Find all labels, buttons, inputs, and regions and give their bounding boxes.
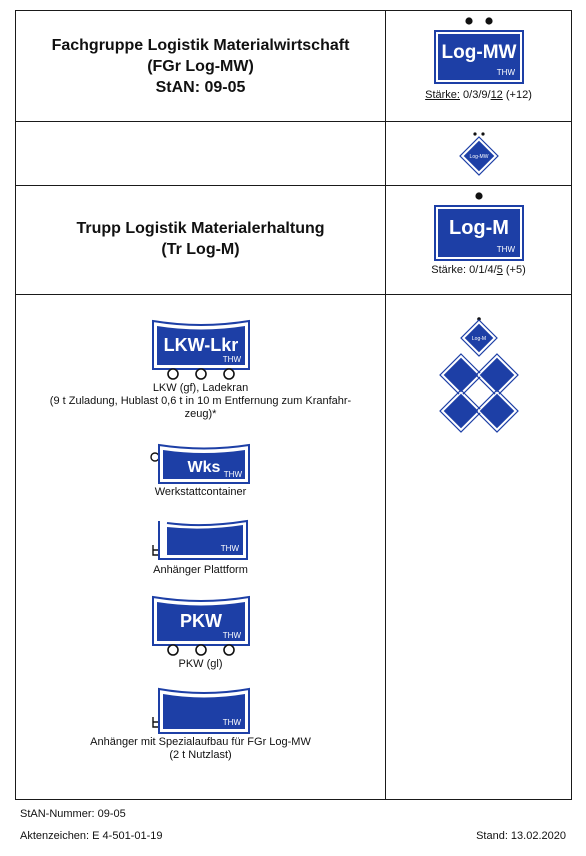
anhaenger-spezial-caption-detail: (2 t Nutzlast) (169, 749, 232, 761)
fachgruppe-strength: Stärke: 0/3/9/12 (+12) (425, 89, 532, 101)
svg-text:PKW: PKW (180, 611, 222, 631)
lkw-lkr-symbol: LKW-Lkr THW (151, 319, 250, 380)
svg-text:Log-MW: Log-MW (441, 42, 516, 63)
footer-stan: StAN-Nummer: 09-05 (20, 808, 126, 820)
row-tactical-sign: Log-MW (15, 121, 572, 186)
svg-text:Log-M: Log-M (449, 217, 509, 239)
log-mw-unit-symbol: Log-MW THW (433, 17, 524, 84)
anhaenger-plattform-caption: Anhänger Plattform (153, 564, 248, 576)
anhaenger-spezial-symbol: THW (151, 687, 250, 734)
log-m-unit-symbol: Log-M THW (433, 192, 524, 261)
svg-text:THW: THW (222, 718, 241, 727)
row-trupp: Trupp Logistik Materialerhaltung (Tr Log… (15, 185, 572, 295)
svg-text:THW: THW (496, 68, 515, 77)
fachgruppe-title-cell: Fachgruppe Logistik Materialwirtschaft (… (15, 10, 386, 122)
vehicle-pkw: PKW THW PKW (gl) (16, 593, 385, 671)
lkw-caption-detail-2: zeug)* (184, 408, 217, 420)
vehicle-wks: Wks THW Werkstattcontainer (16, 443, 385, 499)
trupp-symbol-cell: Log-M THW Stärke: 0/1/4/5 (+5) (385, 185, 572, 295)
trupp-abbrev: (Tr Log-M) (161, 241, 240, 258)
vehicle-lkw: LKW-Lkr THW LKW (gf), Ladekran (9 t Zula… (16, 315, 385, 421)
anhaenger-plattform-symbol: THW (151, 519, 248, 560)
wks-symbol: Wks THW (149, 443, 250, 484)
fachgruppe-symbol-cell: Log-MW THW Stärke: 0/3/9/12 (+12) (385, 10, 572, 122)
pkw-symbol: PKW THW (151, 595, 250, 656)
row-fachgruppe: Fachgruppe Logistik Materialwirtschaft (… (15, 10, 572, 122)
svg-text:LKW-Lkr: LKW-Lkr (163, 335, 238, 355)
formation-table: Fachgruppe Logistik Materialwirtschaft (… (15, 10, 572, 800)
svg-text:THW: THW (220, 544, 239, 553)
svg-text:Log-M: Log-M (471, 336, 485, 342)
trupp-title: Trupp Logistik Materialerhaltung (76, 220, 325, 237)
anhaenger-spezial-caption: Anhänger mit Spezialaufbau für FGr Log-M… (90, 736, 311, 748)
lkw-caption-detail: (9 t Zuladung, Hublast 0,6 t in 10 m Ent… (49, 395, 352, 407)
trupp-strength: Stärke: 0/1/4/5 (+5) (431, 264, 526, 276)
svg-text:THW: THW (222, 355, 241, 364)
wks-caption: Werkstattcontainer (154, 486, 247, 498)
svg-text:Log-MW: Log-MW (469, 154, 488, 160)
footer-stand: Stand: 13.02.2020 (476, 830, 566, 842)
empty-cell (15, 121, 386, 186)
trupp-title-cell: Trupp Logistik Materialerhaltung (Tr Log… (15, 185, 386, 295)
log-mw-tactical-diamond: Log-MW (458, 132, 499, 176)
vehicles-cell: LKW-Lkr THW LKW (gf), Ladekran (9 t Zula… (15, 294, 386, 800)
fachgruppe-abbrev: (FGr Log-MW) (147, 58, 254, 75)
tactical-sign-cell: Log-MW (385, 121, 572, 186)
svg-text:THW: THW (222, 631, 241, 640)
tactical-group-cell: Log-M (385, 294, 572, 800)
vehicle-anhaenger-plattform: THW Anhänger Plattform (16, 519, 385, 577)
svg-text:THW: THW (496, 245, 515, 254)
row-vehicles: LKW-Lkr THW LKW (gf), Ladekran (9 t Zula… (15, 294, 572, 800)
footer-aktenzeichen: Aktenzeichen: E 4-501-01-19 (20, 830, 163, 842)
vehicle-anhaenger-spezial: THW Anhänger mit Spezialaufbau für FGr L… (16, 687, 385, 762)
fachgruppe-title: Fachgruppe Logistik Materialwirtschaft (51, 37, 350, 54)
pkw-caption: PKW (gl) (178, 658, 223, 670)
log-m-tactical-group: Log-M (438, 317, 519, 433)
fachgruppe-stan: StAN: 09-05 (155, 79, 246, 96)
svg-text:Wks: Wks (187, 459, 220, 476)
lkw-caption: LKW (gf), Ladekran (152, 382, 249, 394)
svg-text:THW: THW (223, 470, 242, 479)
